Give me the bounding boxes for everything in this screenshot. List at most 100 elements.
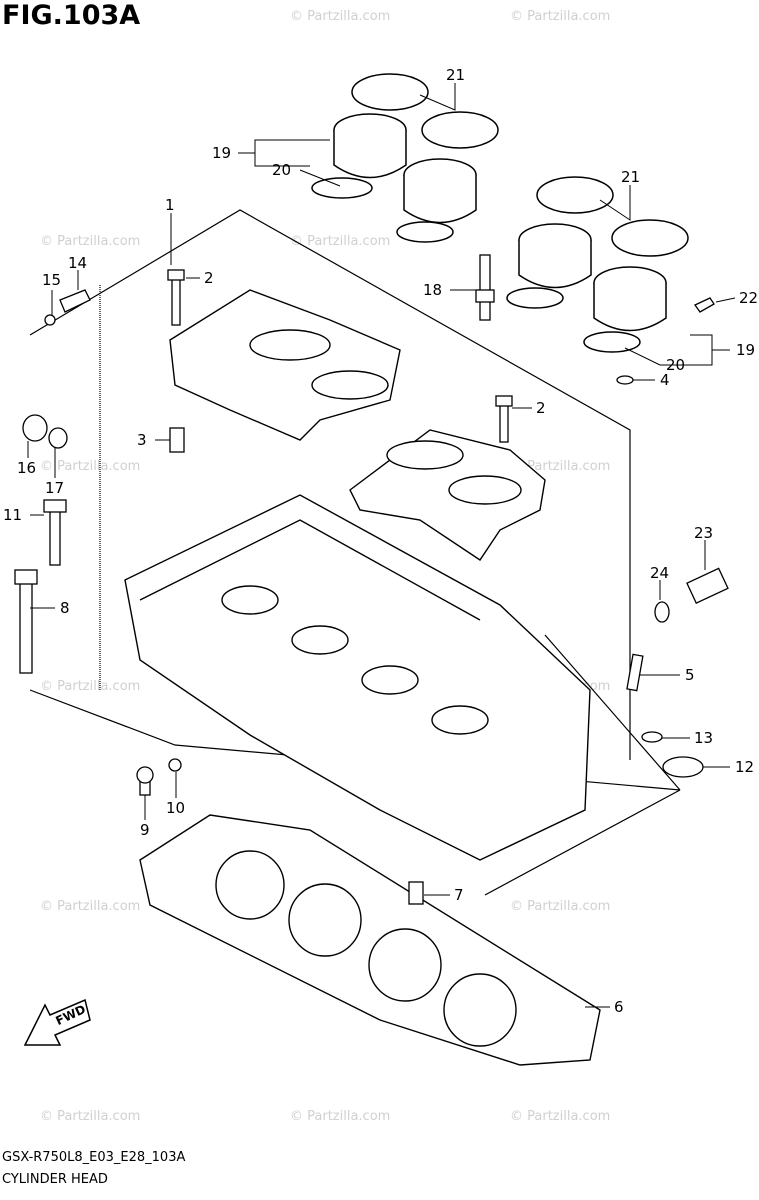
callout-label: 5 [685, 666, 695, 684]
o-ring-large [662, 756, 704, 778]
cam-journal [361, 665, 419, 695]
callout-label: 4 [660, 371, 670, 389]
callout-label: 20 [666, 356, 685, 374]
o-ring [311, 177, 373, 199]
bore-opening [288, 883, 362, 957]
callout-label: 15 [42, 271, 61, 289]
callout-label: 19 [736, 341, 755, 359]
bolt-head [495, 395, 513, 407]
watermark-text: © Partzilla.com [510, 9, 610, 24]
callout-label: 7 [454, 886, 464, 904]
bolt-head [43, 499, 67, 513]
leader-line [238, 139, 330, 167]
callout-label: 24 [650, 564, 669, 582]
clamp-ring [536, 176, 614, 214]
o-ring [583, 331, 641, 353]
callout-label: 17 [45, 479, 64, 497]
diagram-name: CYLINDER HEAD [2, 1172, 108, 1187]
callout-label: 16 [17, 459, 36, 477]
leader-line [624, 347, 661, 366]
bolt-shank [171, 274, 181, 326]
callout-label: 22 [739, 289, 758, 307]
small-hardware [14, 254, 729, 905]
bolt-head [136, 766, 154, 784]
watermark-text: © Partzilla.com [40, 1109, 140, 1124]
dowel-pin [408, 881, 424, 905]
leader-line [660, 334, 730, 366]
watermark-text: © Partzilla.com [290, 1109, 390, 1124]
intake-boot-body [333, 130, 407, 179]
callout-label: 2 [536, 399, 546, 417]
camshaft-holder-upper [169, 289, 401, 441]
intake-boot-body [518, 240, 592, 289]
screw [694, 297, 715, 313]
cylinder-head-body [124, 494, 591, 861]
intake-group [311, 73, 689, 353]
watermark-text: © Partzilla.com [290, 9, 390, 24]
callout-labels: 1 2 2 3 4 5 6 7 8 9 10 11 12 13 14 15 16… [3, 66, 758, 1016]
plug [22, 414, 48, 442]
callout-label: 21 [621, 168, 640, 186]
stud-bolt [19, 577, 33, 674]
watermark-text: © Partzilla.com [40, 459, 140, 474]
spark-plug-hex [475, 289, 495, 303]
diagram-code: GSX-R750L8_E03_E28_103A [2, 1150, 186, 1165]
washer [168, 758, 182, 772]
washer [616, 375, 634, 385]
holder-boss [311, 370, 389, 400]
bore-opening [215, 850, 285, 920]
spark-plug [479, 254, 491, 321]
upper-box-outline [29, 209, 631, 760]
holder-boss [448, 475, 522, 505]
o-ring-small [44, 314, 56, 326]
watermark-text: © Partzilla.com [510, 459, 610, 474]
dowel-pin [169, 427, 185, 453]
callout-label: 20 [272, 161, 291, 179]
callout-label: 18 [423, 281, 442, 299]
watermark-text: © Partzilla.com [40, 234, 140, 249]
watermark-text: © Partzilla.com [290, 234, 390, 249]
bore-opening [443, 973, 517, 1047]
cylinder-head [124, 494, 591, 861]
leader-lines [27, 83, 736, 1008]
callout-label: 8 [60, 599, 70, 617]
watermark-text: © Partzilla.com [510, 899, 610, 914]
callout-label: 11 [3, 506, 22, 524]
bolt-shank [49, 504, 61, 566]
cam-journal [291, 625, 349, 655]
clamp-ring [351, 73, 429, 111]
cam-journal [431, 705, 489, 735]
intake-boot-body [403, 175, 477, 224]
holder-boss [386, 440, 464, 470]
fwd-arrow: FWD [23, 998, 91, 1046]
clamp-ring [421, 111, 499, 149]
o-ring [396, 221, 454, 243]
callout-label: 10 [166, 799, 185, 817]
fwd-arrow-shape [23, 998, 91, 1046]
temperature-sensor [686, 567, 729, 605]
head-deck-edge [139, 519, 481, 621]
callout-label: 2 [204, 269, 214, 287]
callout-label: 9 [140, 821, 150, 839]
callout-label: 6 [614, 998, 624, 1016]
callout-label: 12 [735, 758, 754, 776]
bolt-head [167, 269, 185, 281]
callout-label: 19 [212, 144, 231, 162]
box-bottom-edge [484, 789, 681, 896]
gasket-outline [139, 814, 601, 1066]
leader-line [599, 185, 631, 221]
callout-label: 1 [165, 196, 175, 214]
callout-label: 23 [694, 524, 713, 542]
camshaft-holders [169, 289, 546, 561]
callout-label: 21 [446, 66, 465, 84]
bore-opening [368, 928, 442, 1002]
dowel-pin [626, 653, 644, 692]
watermark-text: © Partzilla.com [510, 1109, 610, 1124]
o-ring [506, 287, 564, 309]
intake-boot-body [593, 283, 667, 332]
cam-journal [221, 585, 279, 615]
holder-boss [249, 329, 331, 361]
fitting [59, 289, 91, 313]
